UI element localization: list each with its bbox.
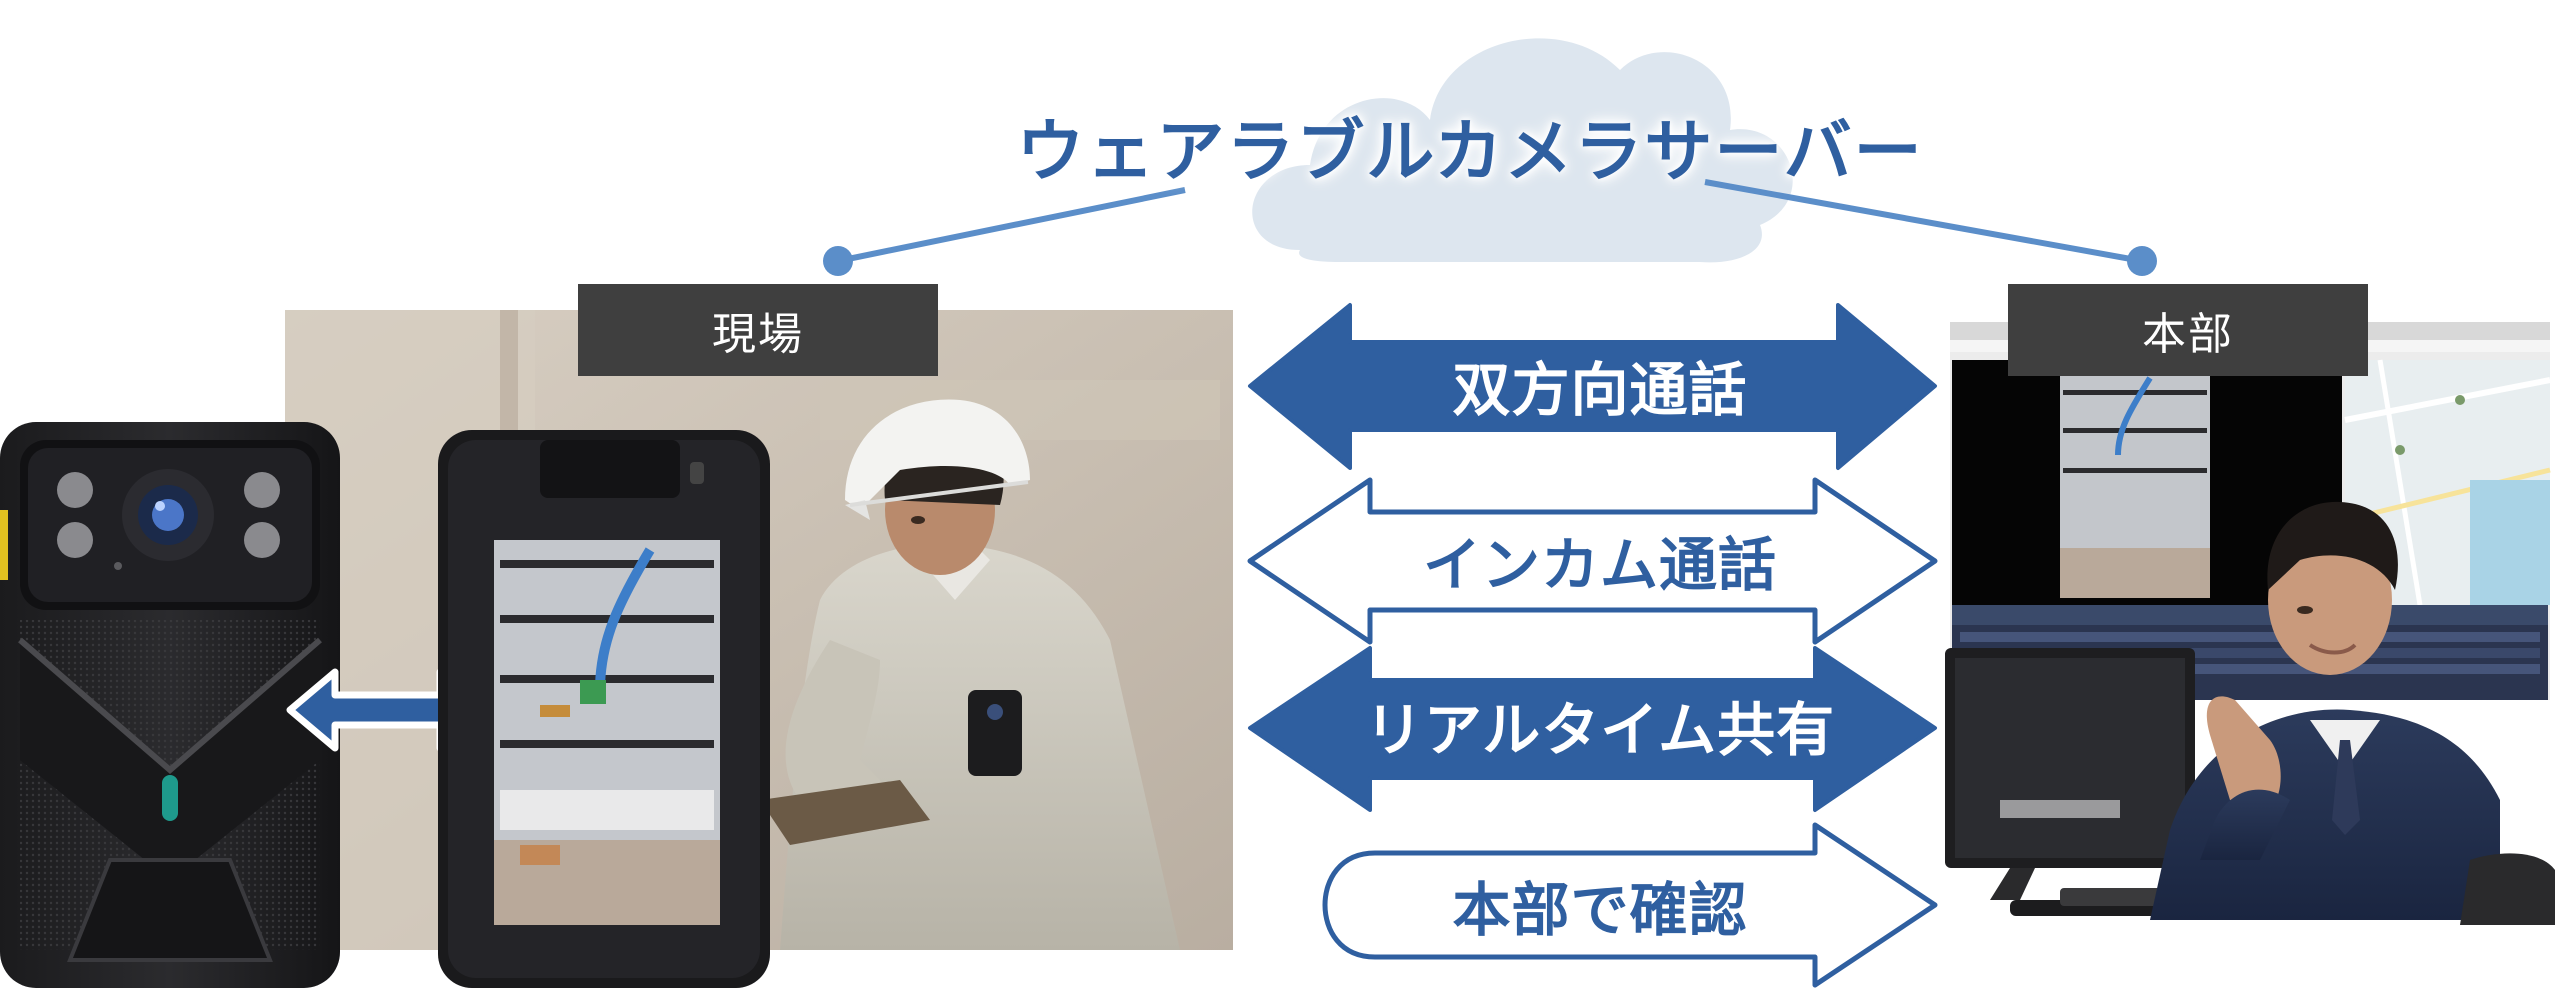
- server-title: ウェアラブルカメラサーバー: [1016, 112, 1924, 192]
- connector-left: [823, 187, 1186, 276]
- arrow-realtime-share: [1248, 646, 1937, 812]
- arrow-hq-confirm: [1322, 822, 1938, 988]
- hq-label: 本部: [2008, 284, 2368, 376]
- site-label: 現場: [578, 284, 938, 376]
- connector-right: [1704, 179, 2157, 276]
- arrow-intercom-call: [1247, 477, 1938, 645]
- arrow-two-way-call: [1248, 303, 1937, 470]
- arrow-label-hq-confirm: 本部で確認: [1452, 876, 1748, 944]
- arrow-label-realtime-share: リアルタイム共有: [1364, 696, 1836, 764]
- monitor-screen: [1950, 322, 2551, 700]
- wearable-camera-screen: [438, 430, 770, 988]
- cloud-icon: [1252, 38, 1793, 263]
- operator-photo: [1945, 501, 2555, 925]
- arrow-label-intercom-call: インカム通話: [1422, 531, 1777, 599]
- wearable-camera-front: [0, 422, 340, 988]
- arrow-label-two-way-call: 双方向通話: [1452, 356, 1748, 424]
